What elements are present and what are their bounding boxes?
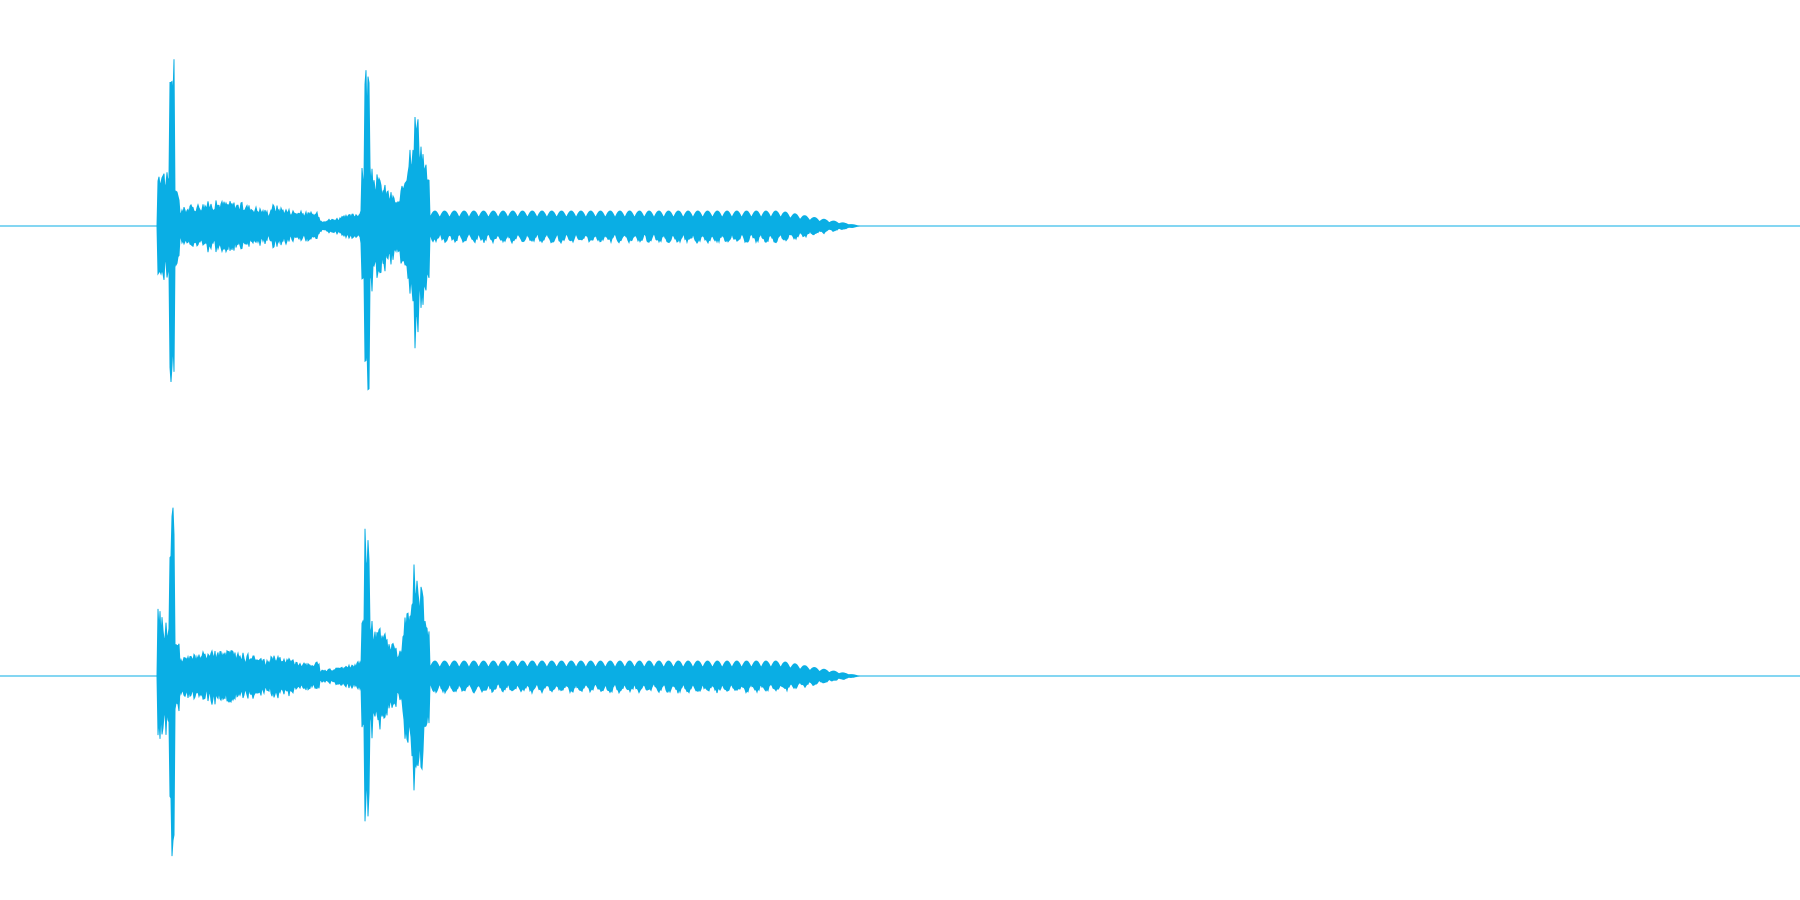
channel-right: [0, 507, 1800, 857]
channel-left-waveform: [150, 59, 900, 391]
channel-left: [0, 59, 1800, 391]
channel-right-waveform: [150, 507, 900, 857]
